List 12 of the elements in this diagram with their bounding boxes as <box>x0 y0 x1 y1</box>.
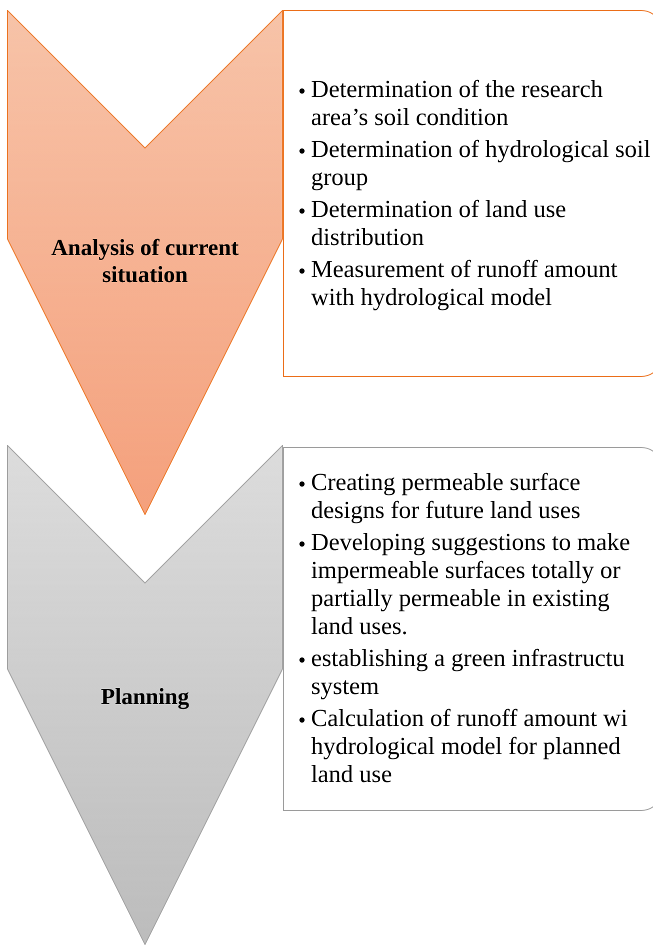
bullet-point: Determination of land use distribution <box>311 196 568 252</box>
stage-title: Planning <box>100 683 190 710</box>
bullet-point: Determination of the research area’s soil condition <box>311 76 604 132</box>
bullet-list-panel <box>283 10 653 377</box>
bullet-point: Developing suggestions to make impermeable surfaces totally or partially permeable in existing land uses. <box>311 529 632 641</box>
bullet-point: establishing a green infrastructu system <box>311 645 626 701</box>
bullet-list-panel <box>283 447 653 811</box>
bullet-point: Determination of hydrological soil group <box>311 136 652 192</box>
bullet-point: Measurement of runoff amount with hydrological model <box>311 256 618 312</box>
stage-title: Analysis of current situation <box>50 234 240 288</box>
bullet-point: Creating permeable surface designs for future land uses <box>311 469 582 525</box>
bullet-point: Calculation of runoff amount wi hydrological model for planned land use <box>311 705 629 789</box>
